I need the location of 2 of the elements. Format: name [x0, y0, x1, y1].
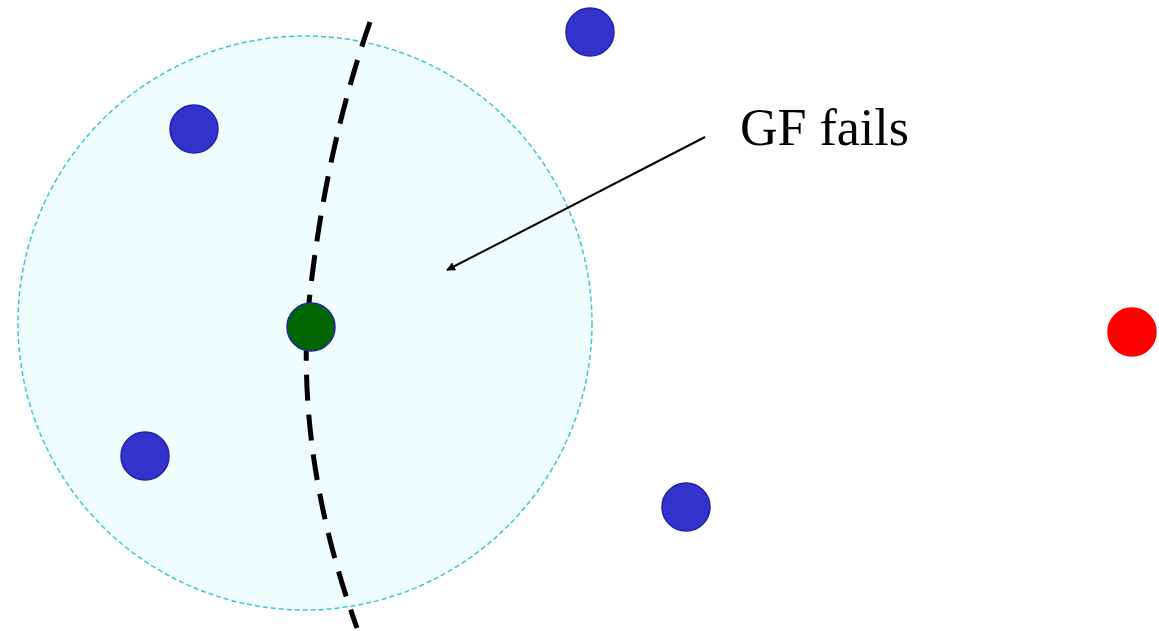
leader-arrow [446, 136, 706, 271]
callout-text: GF fails [740, 98, 909, 158]
